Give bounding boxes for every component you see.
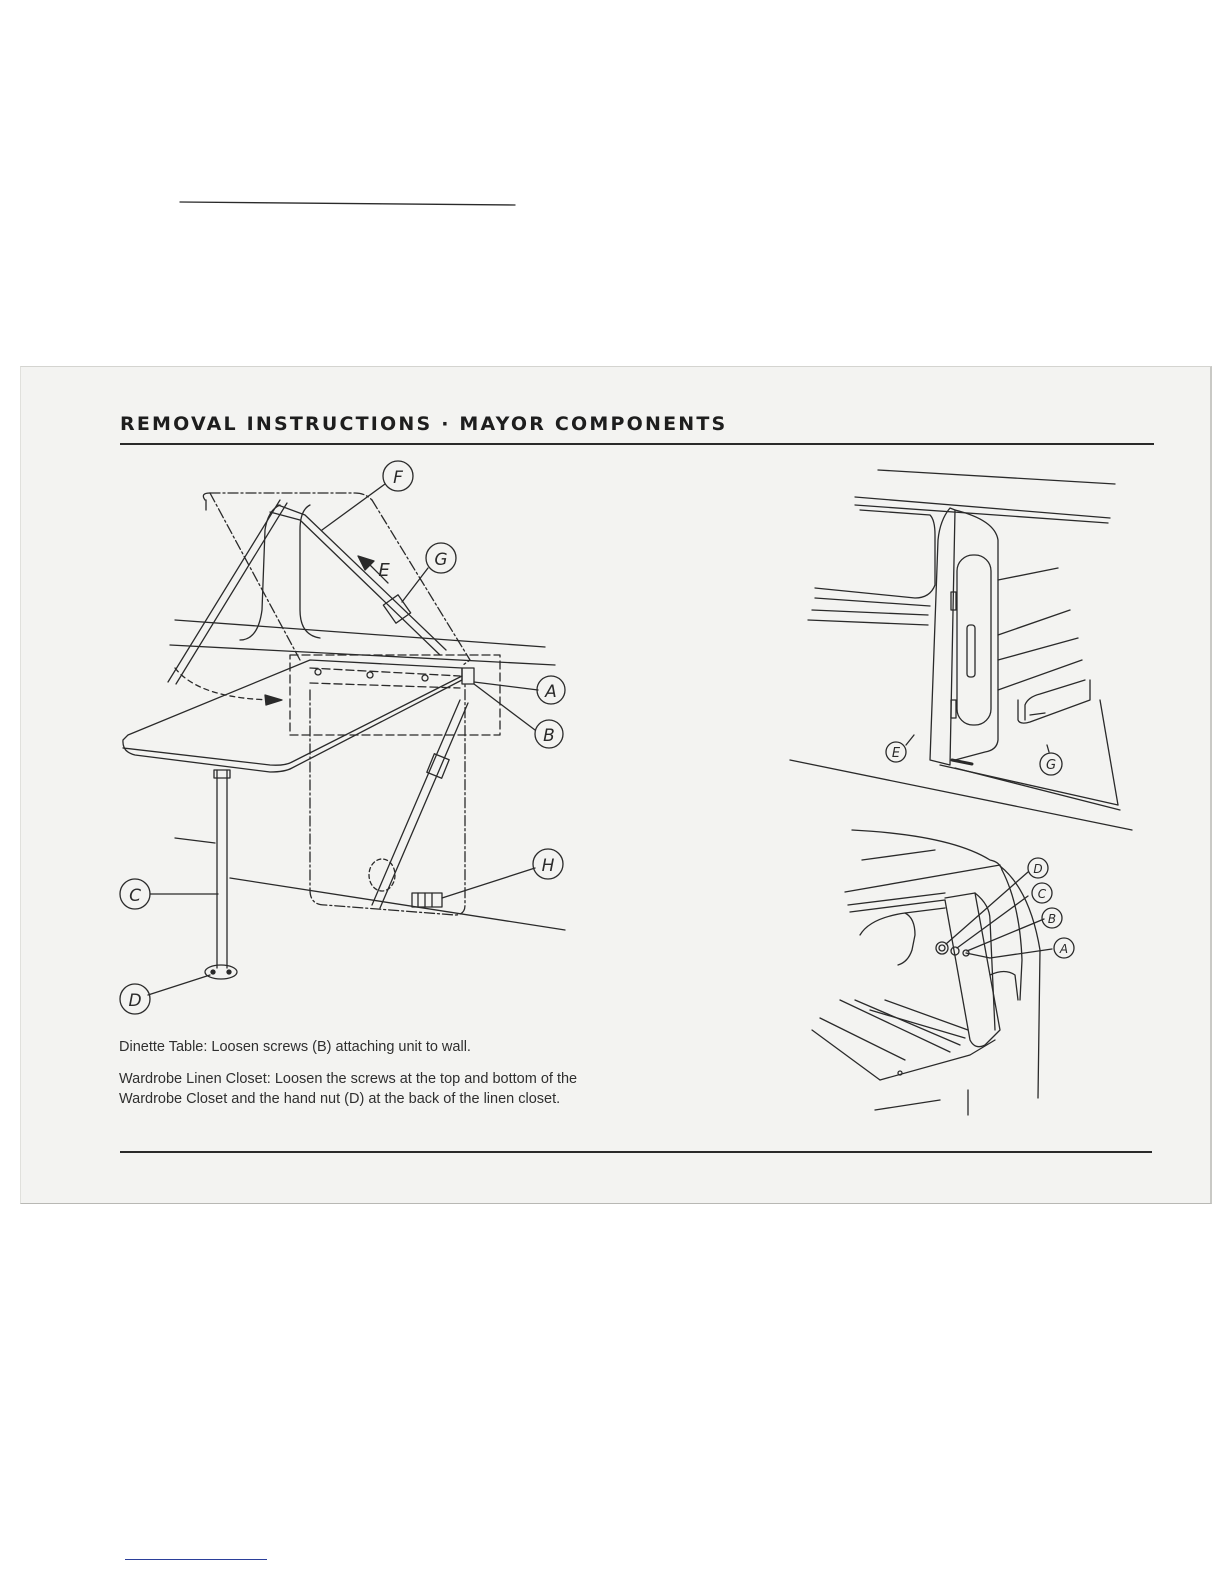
arrow-label-e: E [378, 560, 390, 581]
link-underline [125, 1559, 267, 1560]
callout-label-a2: A [1059, 942, 1068, 956]
callout-label-e2: E [892, 746, 901, 761]
callout-label-c2: C [1038, 887, 1047, 901]
caption-wardrobe-linen-closet: Wardrobe Linen Closet: Loosen the screws… [119, 1070, 605, 1109]
callout-label-b: B [543, 726, 555, 746]
callout-label-f: F [393, 468, 403, 488]
callout-label-a: A [544, 682, 557, 702]
dinette-table-illustration [123, 202, 565, 995]
callout-label-b2: B [1048, 912, 1056, 926]
linen-closet-illustration [812, 830, 1052, 1115]
callout-label-c: C [129, 886, 141, 906]
top-right-callouts [886, 742, 1062, 775]
wardrobe-illustration [790, 470, 1132, 830]
footer-rule [120, 1151, 1152, 1153]
callout-label-d: D [128, 991, 141, 1011]
callout-label-d2: D [1033, 862, 1042, 876]
left-callouts [120, 461, 565, 1014]
callout-label-g: G [434, 550, 447, 570]
callout-label-h: H [542, 856, 555, 876]
caption-dinette-table: Dinette Table: Loosen screws (B) attachi… [119, 1038, 605, 1058]
callout-label-g2: G [1046, 758, 1056, 773]
